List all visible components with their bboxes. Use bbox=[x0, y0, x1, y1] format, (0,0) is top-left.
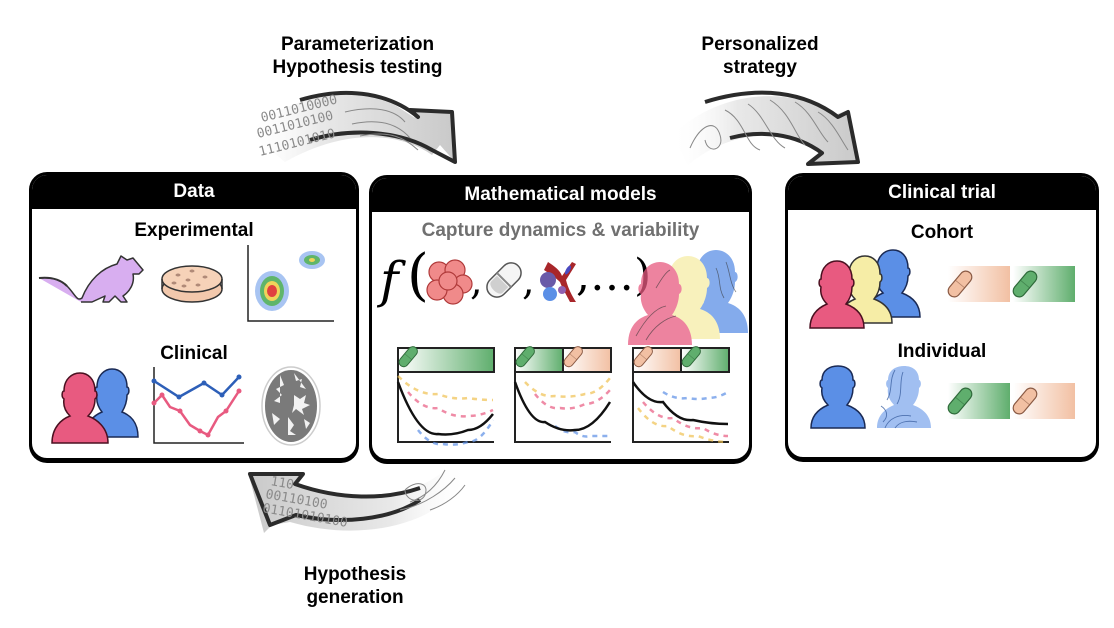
parameterization-label: Parameterization Hypothesis testing bbox=[245, 33, 470, 79]
mouse-icon bbox=[38, 255, 144, 303]
immune-vasculature-icon bbox=[540, 262, 576, 302]
green-pill-icon bbox=[515, 346, 535, 368]
green-pill-icon bbox=[398, 346, 418, 368]
green-pill-icon bbox=[947, 387, 973, 415]
virtual-patient-trajectory bbox=[397, 375, 494, 402]
tumor-cells-icon bbox=[426, 259, 473, 305]
comma-2: , bbox=[522, 258, 535, 304]
function-symbol: f bbox=[380, 251, 399, 309]
virtual-patient-trajectory bbox=[642, 401, 729, 438]
orange-pill-icon bbox=[1012, 387, 1038, 415]
green-pill-icon bbox=[1012, 270, 1038, 298]
virtual-patient-trajectory bbox=[554, 425, 610, 438]
cohort-drug-sequence bbox=[947, 266, 1075, 302]
cohort-patients-icon bbox=[809, 249, 921, 329]
label-line: Personalized bbox=[701, 34, 819, 55]
models-subtitle: Capture dynamics & variability bbox=[421, 220, 700, 241]
function-tail: ,…) bbox=[576, 250, 652, 301]
scenario-axes bbox=[397, 372, 494, 443]
scenario-plot-2 bbox=[513, 346, 612, 443]
green-pill-icon bbox=[681, 346, 701, 368]
scenario-plot-1 bbox=[396, 346, 495, 446]
label-line: Hypothesis testing bbox=[272, 57, 443, 78]
scenario-plot-3 bbox=[631, 346, 730, 444]
orange-pill-icon bbox=[947, 270, 973, 298]
scenario-axes bbox=[632, 372, 729, 443]
clinical-label: Clinical bbox=[160, 343, 228, 364]
cohort-label: Cohort bbox=[910, 222, 974, 243]
arrow-parameterization-icon: 0011010000 0011010100 1110101010 bbox=[248, 90, 457, 164]
virtual-patient-trajectory bbox=[417, 419, 495, 446]
individual-drug-sequence bbox=[947, 383, 1075, 419]
time-series-plot-icon bbox=[151, 367, 244, 444]
label-line: strategy bbox=[723, 57, 797, 78]
personalized-strategy-label: Personalized strategy bbox=[680, 33, 840, 79]
brain-scan-icon bbox=[261, 366, 321, 446]
patients-icon bbox=[51, 368, 139, 444]
hypothesis-generation-label: Hypothesis generation bbox=[275, 563, 435, 609]
label-line: generation bbox=[306, 587, 404, 608]
virtual-patients-icon bbox=[628, 250, 748, 345]
orange-pill-icon bbox=[563, 346, 583, 368]
virtual-patient-trajectory bbox=[524, 377, 611, 398]
virtual-patient-trajectory bbox=[662, 390, 729, 401]
individual-patients-icon bbox=[810, 365, 931, 429]
binary-text: 110 bbox=[269, 474, 295, 493]
orange-pill-icon bbox=[633, 346, 653, 368]
petri-dish-icon bbox=[161, 265, 223, 303]
arrow-hypothesis-generation-icon: 110 00110100 01101010100 bbox=[248, 469, 470, 533]
mean-trajectory bbox=[513, 381, 612, 432]
virtual-patient-trajectory bbox=[407, 391, 494, 418]
open-paren: ( bbox=[407, 243, 429, 308]
mean-trajectory bbox=[631, 381, 729, 426]
trial-panel: Clinical trial Cohort Individual bbox=[785, 173, 1099, 460]
trial-panel-title: Clinical trial bbox=[788, 176, 1096, 210]
arrow-personalized-strategy-icon bbox=[672, 90, 860, 166]
experimental-label: Experimental bbox=[134, 220, 254, 241]
drug-pill-icon bbox=[486, 262, 522, 298]
models-panel-title: Mathematical models bbox=[372, 178, 749, 212]
density-plot-icon bbox=[247, 245, 334, 322]
mean-trajectory bbox=[396, 381, 494, 436]
data-panel-title: Data bbox=[32, 175, 356, 209]
comma-1: , bbox=[470, 258, 483, 304]
individual-label: Individual bbox=[897, 341, 987, 362]
data-panel: Data Experimental Clinical bbox=[29, 172, 359, 461]
label-line: Parameterization bbox=[280, 34, 435, 55]
virtual-patient-trajectory bbox=[534, 389, 611, 410]
label-line: Hypothesis bbox=[303, 564, 407, 585]
scenario-axes bbox=[514, 372, 611, 443]
virtual-patient-trajectory bbox=[637, 407, 729, 444]
models-panel: Mathematical models Capture dynamics & v… bbox=[369, 175, 752, 462]
